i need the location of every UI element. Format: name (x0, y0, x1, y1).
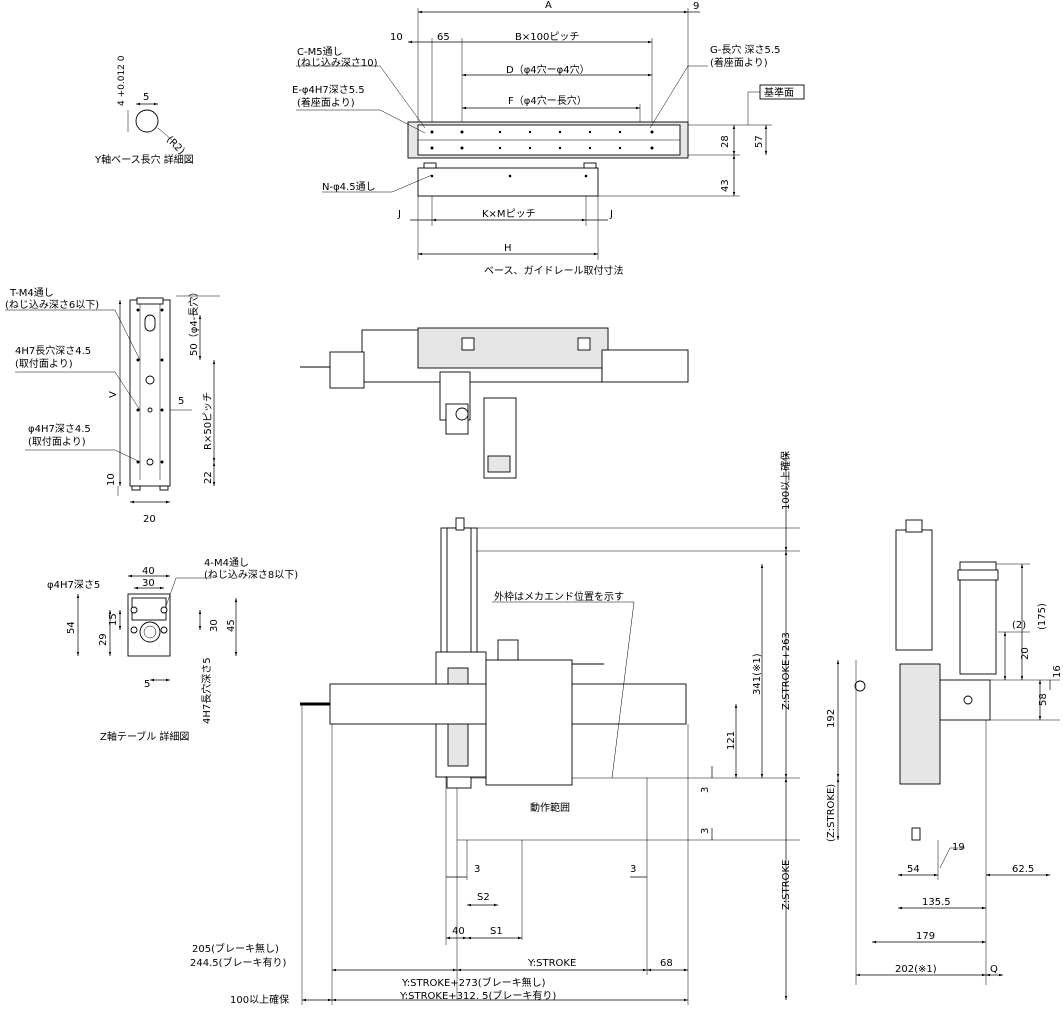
side-2: (2) (1012, 620, 1026, 631)
label-C-M5-sub: (ねじ込み深さ10) (297, 57, 378, 69)
z-plate-view: T-M4通し (ねじ込み深さ6以下) 4H7長穴深さ4.5 (取付面より) φ4… (5, 287, 220, 525)
label-slot-4H7-sub: (取付面より) (15, 357, 73, 370)
dim-341: 341(※1) (752, 653, 763, 695)
dim-V: V (108, 391, 119, 398)
dim-3a: 3 (700, 787, 711, 793)
dim-50: 50（φ4-長穴） (187, 287, 200, 356)
side-625: 62.5 (1012, 864, 1034, 875)
label-C-M5: C-M5通し (297, 46, 343, 58)
dim-100-bot: 100以上確保 (230, 993, 289, 1006)
label-phi-4H7: φ4H7深さ4.5 (28, 423, 91, 435)
label-E-phi-sub: (着座面より) (297, 96, 355, 109)
dim-y-273: Y:STROKE+273(ブレーキ無し) (401, 976, 546, 989)
label-G-slot-sub: (着座面より) (710, 56, 768, 69)
base-rail-view: A 9 10 65 B×100ピッチ C-M5通し (ねじ込み深さ10) D（φ… (292, 0, 805, 277)
zt-phi4H7: φ4H7深さ5 (47, 579, 100, 591)
dim-J-right: J (609, 209, 613, 220)
dim-y-3125: Y:STROKE+312. 5(ブレーキ有り) (399, 989, 556, 1002)
dim-K-pitch: K×Mピッチ (482, 208, 536, 220)
side-179: 179 (916, 931, 935, 942)
side-54: 54 (907, 864, 920, 875)
zt-40: 40 (142, 566, 155, 577)
label-slot-4H7: 4H7長穴深さ4.5 (15, 344, 91, 357)
zt-30b: 30 (209, 619, 220, 632)
zt-45: 45 (226, 619, 237, 632)
dim-z-263: Z:STROKE+263 (781, 632, 792, 710)
z-table-detail: 40 30 φ4H7深さ5 4-M4通し (ねじ込み深さ8以下) 54 29 1… (47, 557, 298, 743)
dim-S2: S2 (477, 892, 490, 903)
dim-22: 22 (203, 471, 214, 484)
dim-H: H (504, 243, 512, 254)
dim-J-left: J (397, 209, 401, 220)
zt-30: 30 (142, 578, 155, 589)
dim-20: 20 (143, 514, 156, 525)
side-16: 16 (1052, 665, 1063, 678)
ybase-tol: 4 +0.012 0 (117, 55, 127, 106)
dim-57: 57 (754, 135, 765, 148)
side-1355: 135.5 (922, 897, 951, 908)
zt-M4: 4-M4通し (204, 557, 249, 569)
dim-40: 40 (452, 926, 465, 937)
side-view: (2) (175) 20 16 58 192 (Z:STROKE) 19 54 … (826, 519, 1063, 985)
dim-D: D（φ4穴ーφ4穴） (506, 63, 590, 76)
ybase-5: 5 (143, 92, 149, 103)
dim-2445: 244.5(ブレーキ有り) (190, 956, 287, 969)
dim-S1: S1 (490, 926, 503, 937)
label-phi-4H7-sub: (取付面より) (28, 435, 86, 448)
zt-15: 15 (108, 613, 119, 626)
caption-base: ベース、ガイドレール取付寸法 (484, 264, 624, 277)
dim-z-stroke: Z:STROKE (781, 860, 792, 910)
caption-z-table: Z軸テーブル 詳細図 (100, 730, 189, 743)
side-202: 202(※1) (895, 964, 937, 975)
dim-3c: 3 (474, 864, 480, 875)
label-datum: 基準面 (764, 86, 794, 99)
dim-100-top: 100以上確保 (779, 451, 792, 510)
dim-121: 121 (726, 731, 737, 750)
dim-28: 28 (720, 135, 731, 148)
side-175: (175) (1037, 603, 1048, 630)
zt-M4-sub: (ねじ込み深さ8以下) (204, 569, 298, 581)
dim-65: 65 (437, 32, 450, 43)
label-T-M4-sub: (ねじ込み深さ6以下) (5, 299, 99, 311)
side-58: 58 (1038, 693, 1049, 706)
label-T-M4: T-M4通し (9, 287, 54, 299)
dim-F: F（φ4穴ー長穴） (508, 94, 587, 107)
ybase-R2: (R2) (164, 134, 187, 157)
zt-29: 29 (98, 633, 109, 646)
zt-54: 54 (66, 621, 77, 634)
label-frame-note: 外枠はメカエンド位置を示す (494, 590, 624, 603)
label-N-phi: N-φ4.5通し (322, 181, 376, 193)
dim-9: 9 (693, 1, 699, 12)
label-G-slot: G-長穴 深さ5.5 (710, 43, 780, 56)
side-192: 192 (826, 709, 837, 728)
plan-view (300, 327, 689, 479)
dim-3d: 3 (630, 864, 636, 875)
dim-10: 10 (390, 32, 403, 43)
side-z-stroke: (Z:STROKE) (826, 784, 837, 842)
dim-68: 68 (660, 958, 673, 969)
dim-43: 43 (720, 179, 731, 192)
guide-rail (417, 167, 599, 197)
side-20: 20 (1020, 647, 1031, 660)
dim-3b: 3 (700, 828, 711, 834)
dim-10b: 10 (106, 473, 117, 486)
dim-R-pitch: R×50ピッチ (202, 392, 214, 450)
dim-y-stroke: Y:STROKE (527, 958, 576, 969)
dim-B-pitch: B×100ピッチ (515, 31, 579, 43)
side-Q: Q (990, 964, 998, 975)
zt-slot: 4H7長穴深さ5 (200, 657, 213, 724)
label-work-area: 動作範囲 (530, 801, 570, 814)
label-E-phi: E-φ4H7深さ5.5 (292, 84, 365, 96)
dim-5a: 5 (178, 396, 184, 407)
caption-ybase: Y軸ベース長穴 詳細図 (94, 153, 194, 166)
front-view: 動作範囲 (190, 451, 800, 1006)
dim-205: 205(ブレーキ無し) (192, 942, 279, 955)
zt-5: 5 (144, 679, 150, 690)
side-19: 19 (952, 842, 965, 853)
y-base-slot-detail: 4 +0.012 0 5 (R2) Y軸ベース長穴 詳細図 (94, 55, 194, 166)
base-holes (430, 130, 654, 150)
dim-A: A (545, 0, 552, 11)
